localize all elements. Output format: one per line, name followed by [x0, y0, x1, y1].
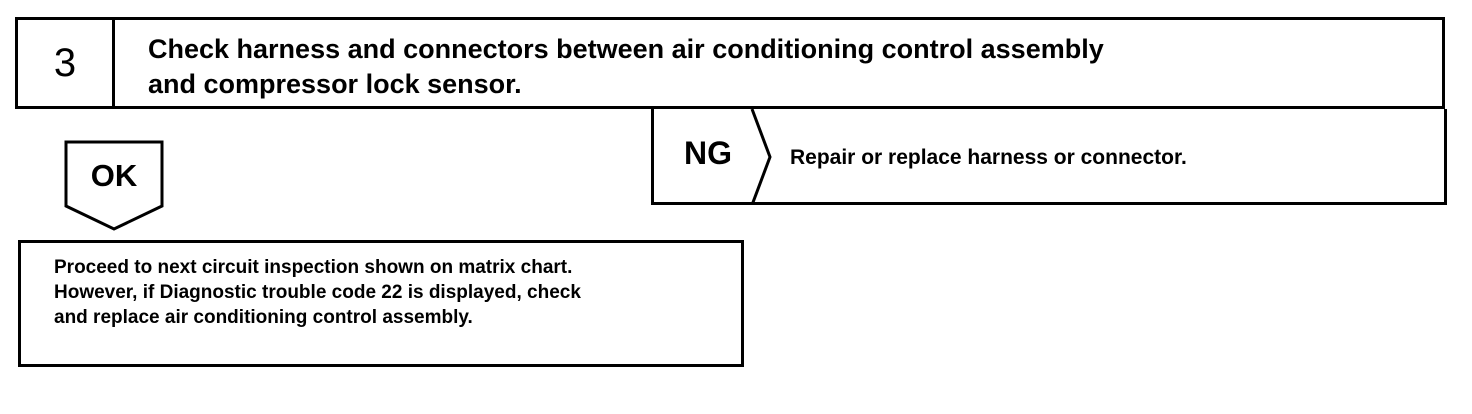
- ok-result-text: Proceed to next circuit inspection shown…: [54, 257, 581, 328]
- ng-box: NG Repair or replace harness or connecto…: [651, 109, 1447, 205]
- ng-label: NG: [684, 135, 732, 171]
- step-box: 3 Check harness and connectors between a…: [15, 17, 1445, 109]
- step-number: 3: [18, 20, 115, 106]
- ok-result-box: Proceed to next circuit inspection shown…: [18, 240, 744, 367]
- ng-chevron: [750, 109, 772, 205]
- ok-tag: OK: [64, 140, 164, 232]
- step-title: Check harness and connectors between air…: [148, 34, 1104, 99]
- ng-action-text: Repair or replace harness or connector.: [790, 146, 1187, 169]
- ok-label: OK: [90, 158, 138, 193]
- ok-arrow-shape: [64, 140, 164, 231]
